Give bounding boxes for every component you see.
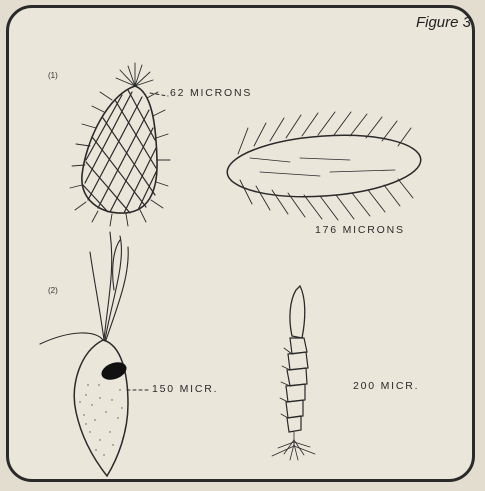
organism-c-size-label: 150 MICR. (152, 383, 218, 395)
organism-d-drawing (272, 286, 315, 460)
organism-b-drawing (225, 112, 423, 220)
organism-c-drawing (40, 232, 148, 476)
organism-d-size-label: 200 MICR. (353, 380, 419, 392)
organism-a-drawing (70, 63, 170, 226)
organism-a-size-label: 62 MICRONS (170, 87, 252, 99)
organism-b-size-label: 176 MICRONS (315, 224, 405, 236)
